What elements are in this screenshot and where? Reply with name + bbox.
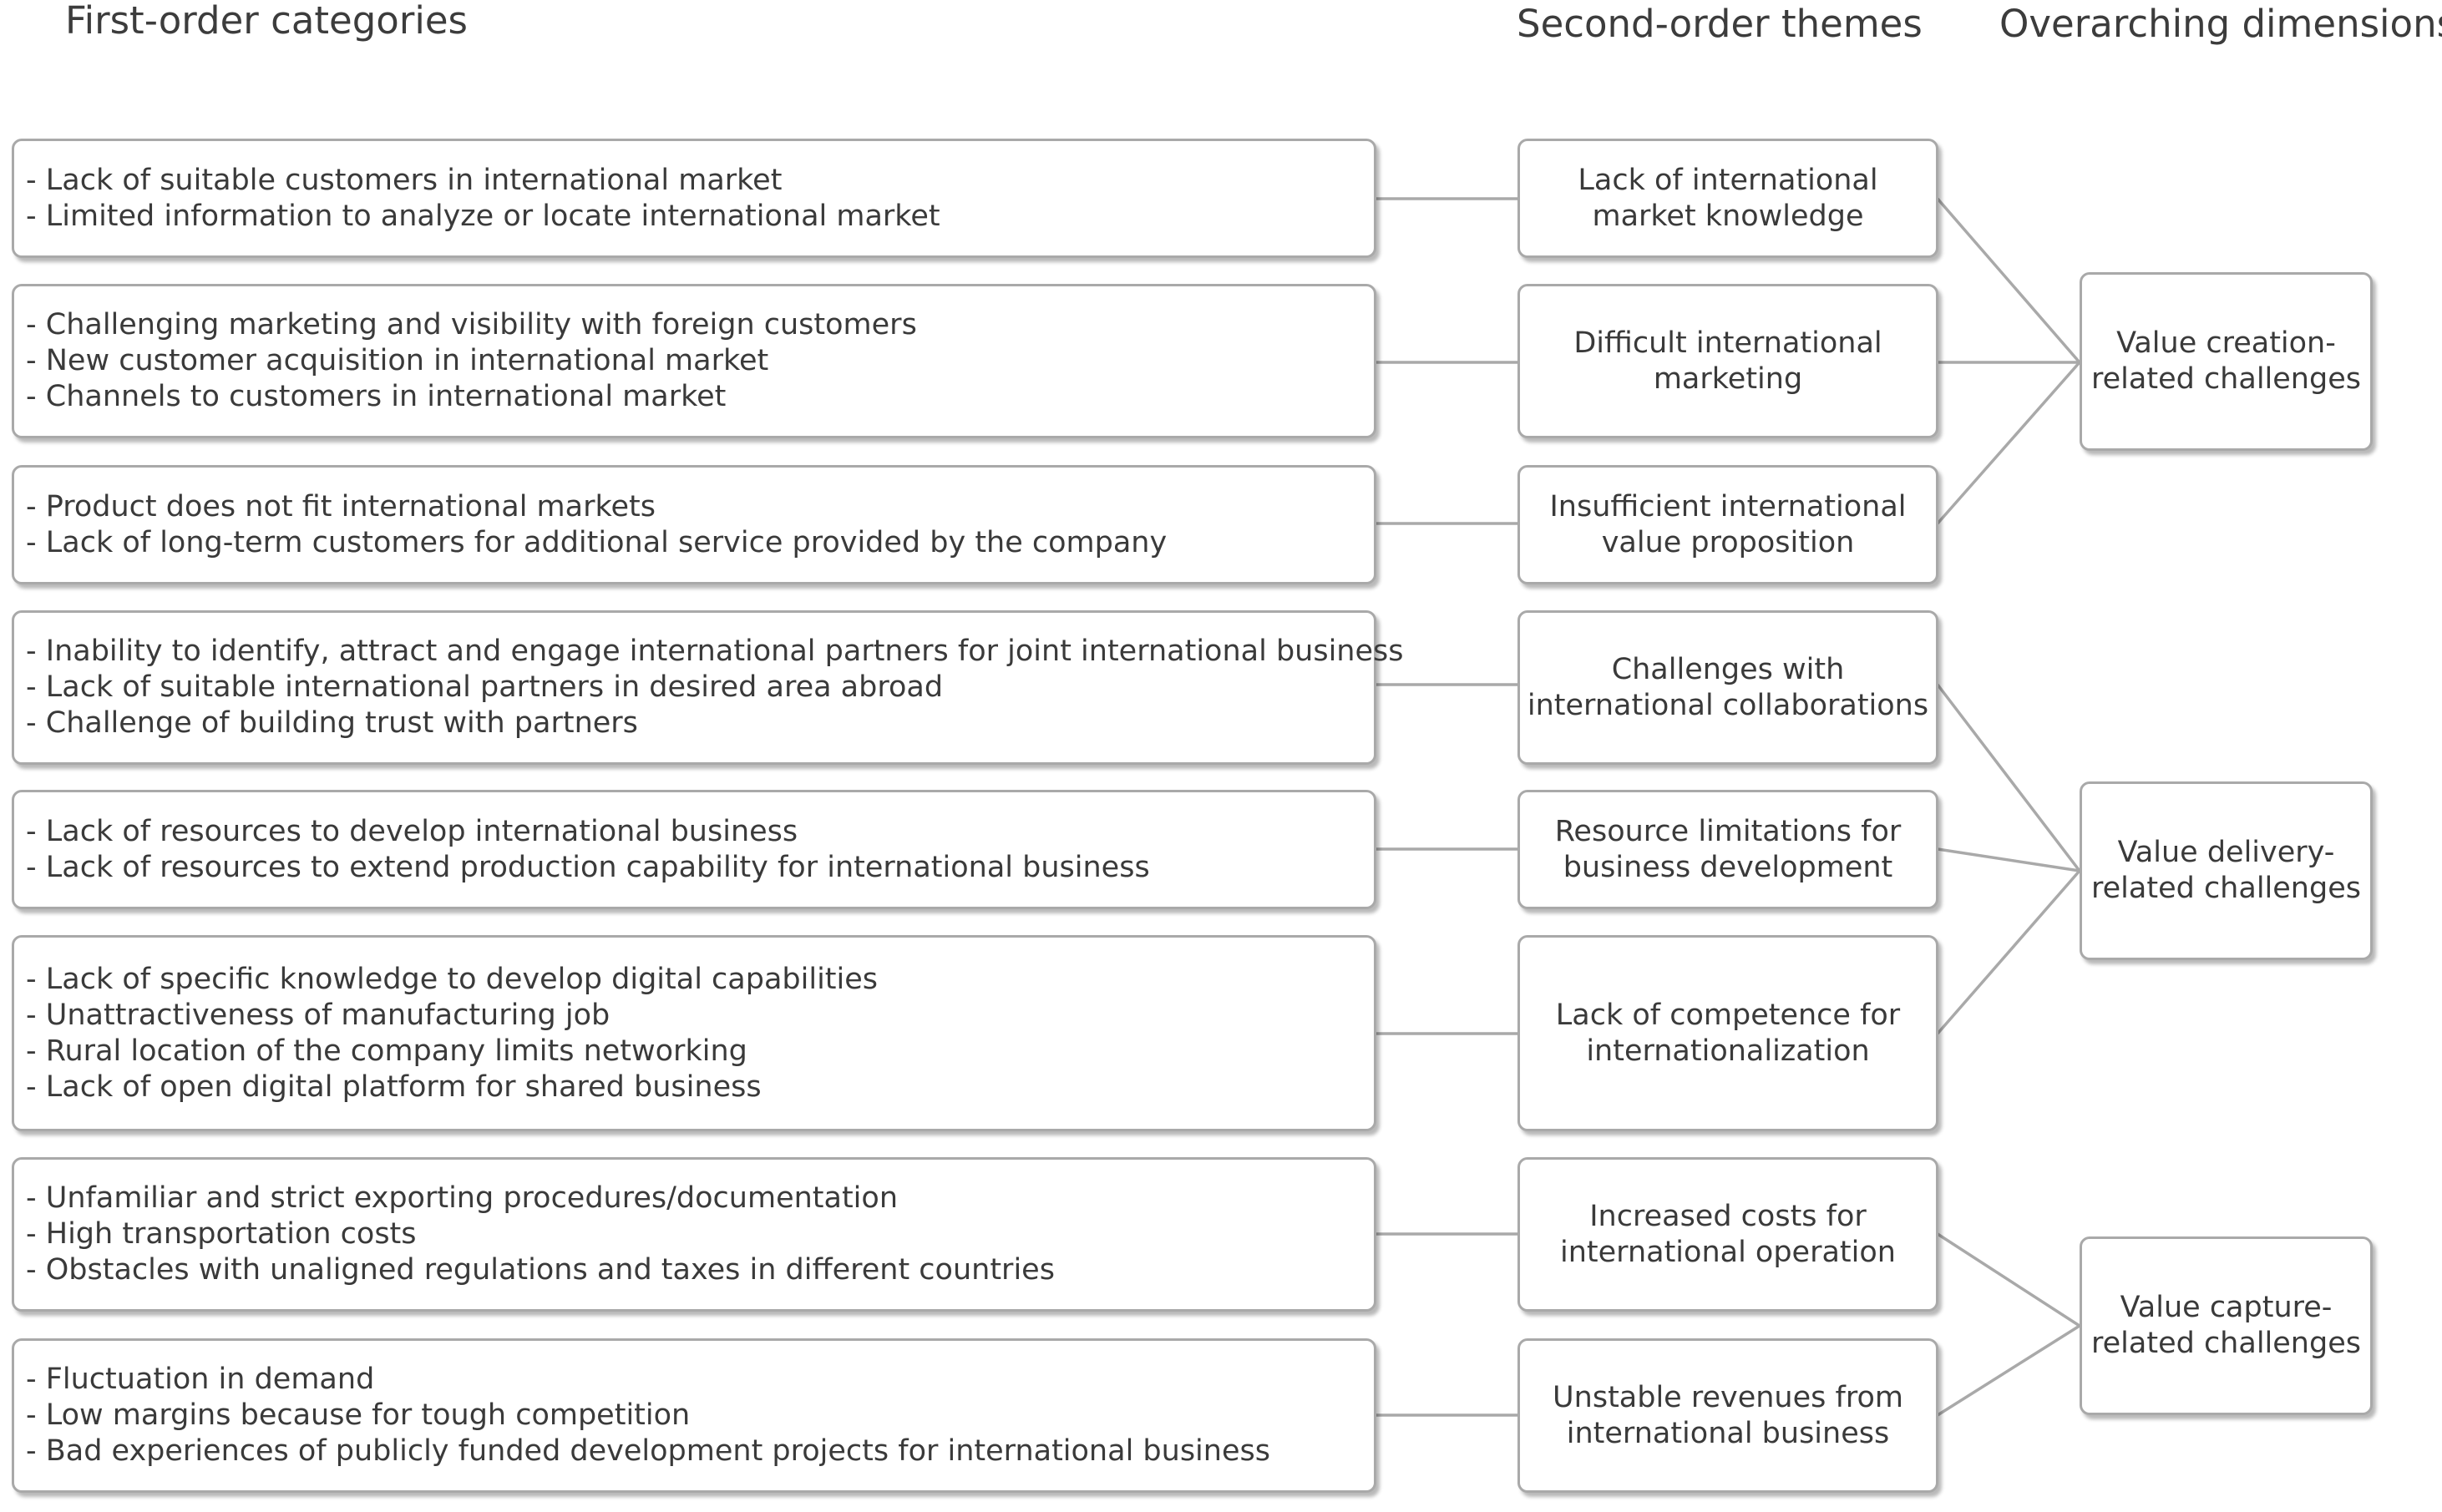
first-order-header: First-order categories <box>65 0 468 43</box>
first-order-item: - Lack of long-term customers for additi… <box>26 525 1168 559</box>
first-order-item: - Lack of suitable international partner… <box>26 670 944 704</box>
first-order-item: - Obstacles with unaligned regulations a… <box>26 1253 1055 1287</box>
second-order-theme-box: Insufficient international value proposi… <box>1517 465 1938 584</box>
first-order-item: - High transportation costs <box>26 1217 417 1251</box>
second-order-theme-box: Lack of competence for internationalizat… <box>1517 935 1938 1131</box>
first-order-box-2: - Challenging marketing and visibility w… <box>12 284 1376 438</box>
first-order-item: - Lack of resources to extend production… <box>26 850 1150 884</box>
first-order-item: - Channels to customers in international… <box>26 380 727 413</box>
first-order-item: - Lack of specific knowledge to develop … <box>26 962 879 996</box>
second-order-theme-box: Increased costs for international operat… <box>1517 1157 1938 1312</box>
first-order-item: - Unattractiveness of manufacturing job <box>26 998 610 1032</box>
first-order-item: - Limited information to analyze or loca… <box>26 199 940 233</box>
second-order-theme-box: Lack of international market knowledge <box>1517 139 1938 258</box>
first-order-box-5: - Lack of resources to develop internati… <box>12 790 1376 909</box>
first-order-item: - Lack of suitable customers in internat… <box>26 163 783 197</box>
first-order-item: - Fluctuation in demand <box>26 1363 375 1396</box>
first-order-box-4: - Inability to identify, attract and eng… <box>12 610 1404 765</box>
second-order-theme-box: Challenges with international collaborat… <box>1517 610 1938 765</box>
first-order-item: - Low margins because for tough competit… <box>26 1398 691 1432</box>
first-order-item: - Lack of resources to develop internati… <box>26 814 798 848</box>
first-order-box-8: - Fluctuation in demand - Low margins be… <box>12 1338 1376 1493</box>
overarching-header: Overarching dimensions <box>1999 2 2442 46</box>
first-order-box-1: - Lack of suitable customers in internat… <box>12 139 1376 258</box>
dimension-box-value-capture: Value capture-related challenges <box>2080 1236 2373 1415</box>
first-order-item: - Product does not fit international mar… <box>26 489 656 523</box>
second-order-theme-box: Unstable revenues from international bus… <box>1517 1338 1938 1493</box>
first-order-box-6: - Lack of specific knowledge to develop … <box>12 935 1376 1131</box>
first-order-item: - Lack of open digital platform for shar… <box>26 1070 762 1104</box>
dimension-box-value-delivery: Value delivery-related challenges <box>2080 781 2373 960</box>
second-order-theme-box: Resource limitations for business develo… <box>1517 790 1938 909</box>
first-order-item: - Challenge of building trust with partn… <box>26 706 638 740</box>
second-order-theme-box: Difficult international marketing <box>1517 284 1938 438</box>
first-order-item: - Inability to identify, attract and eng… <box>26 635 1404 668</box>
first-order-box-7: - Unfamiliar and strict exporting proced… <box>12 1157 1376 1312</box>
first-order-item: - Challenging marketing and visibility w… <box>26 308 917 341</box>
first-order-item: - New customer acquisition in internatio… <box>26 344 769 377</box>
first-order-item: - Rural location of the company limits n… <box>26 1034 747 1068</box>
dimension-box-value-creation: Value creation-related challenges <box>2080 272 2373 451</box>
first-order-item: - Bad experiences of publicly funded dev… <box>26 1434 1270 1468</box>
first-order-item: - Unfamiliar and strict exporting proced… <box>26 1181 899 1215</box>
first-order-box-3: - Product does not fit international mar… <box>12 465 1376 584</box>
second-order-header: Second-order themes <box>1517 2 1923 46</box>
